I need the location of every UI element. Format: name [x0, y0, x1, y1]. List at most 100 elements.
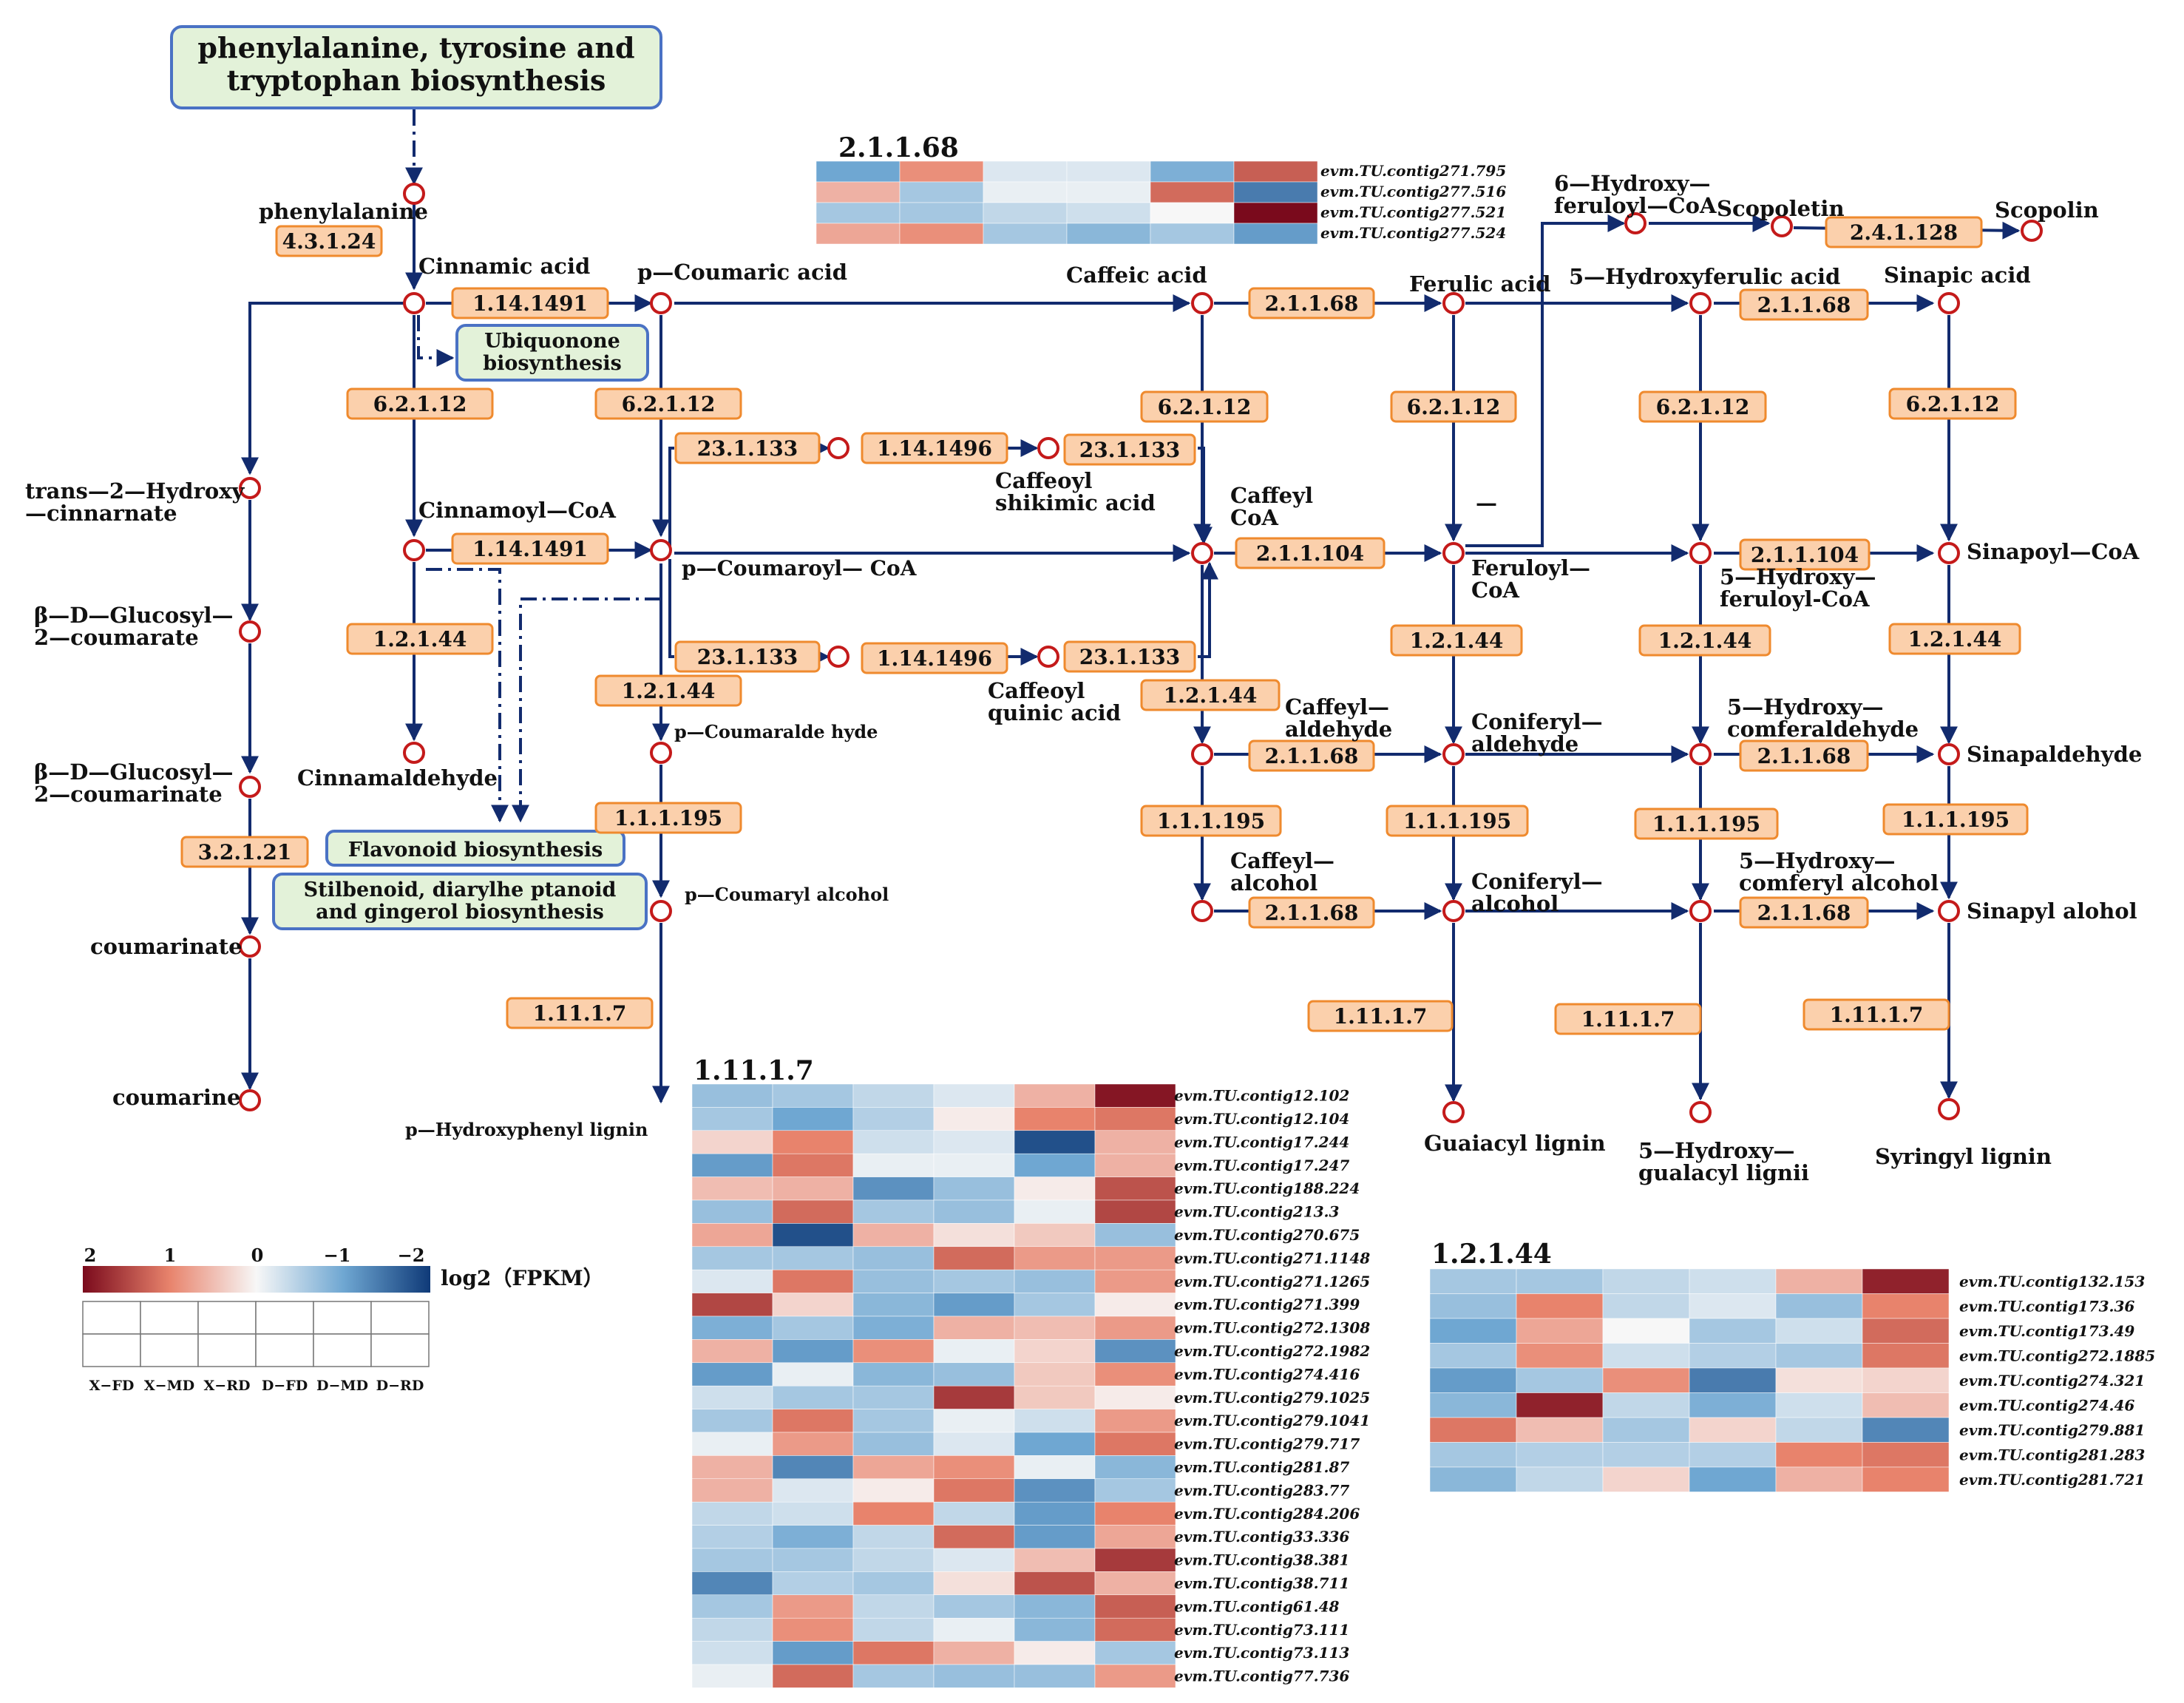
- enzyme-box-e-21168b[interactable]: 2.1.1.68: [1739, 288, 1869, 321]
- compound-node[interactable]: [1191, 542, 1213, 564]
- compound-node[interactable]: [1442, 292, 1465, 314]
- compound-node[interactable]: [403, 539, 425, 561]
- enzyme-label: 1.2.1.44: [1164, 683, 1258, 708]
- enzyme-box-e-6212f[interactable]: 6.2.1.12: [1888, 387, 2017, 420]
- enzyme-box-e-1195c[interactable]: 1.1.1.195: [1386, 805, 1529, 837]
- enzyme-box-e-21168f[interactable]: 2.1.1.68: [1739, 896, 1869, 929]
- enzyme-box-e-21104b[interactable]: 2.1.1.104: [1739, 538, 1871, 571]
- enzyme-box-e-117b[interactable]: 1.11.1.7: [1307, 1000, 1454, 1032]
- heatmap-cell: [691, 1130, 773, 1154]
- compound-node[interactable]: [1191, 900, 1213, 922]
- compound-node[interactable]: [1689, 1101, 1712, 1123]
- heatmap-title: 1.2.1.44: [1431, 1239, 1552, 1270]
- compound-node[interactable]: [1442, 743, 1465, 765]
- heatmap-cell: [691, 1223, 773, 1247]
- legend-gradient: [83, 1266, 430, 1293]
- enzyme-box-e-1244a[interactable]: 1.2.1.44: [346, 623, 494, 655]
- enzyme-box-e-1244f[interactable]: 1.2.1.44: [1888, 623, 2021, 655]
- pathway-ubiquinone-biosynthesis[interactable]: Ubiquonone biosynthesis: [455, 324, 649, 382]
- compound-label-glucosyl2: 2—coumarinate: [34, 782, 223, 807]
- compound-node[interactable]: [1938, 900, 1960, 922]
- compound-node[interactable]: [403, 742, 425, 764]
- enzyme-box-e-114b[interactable]: 1.14.1491: [451, 532, 609, 565]
- enzyme-box-e-117d[interactable]: 1.11.1.7: [1803, 998, 1950, 1031]
- enzyme-label: 1.2.1.44: [373, 627, 467, 651]
- compound-node[interactable]: [1771, 215, 1793, 237]
- enzyme-box-e-117c[interactable]: 1.11.1.7: [1554, 1003, 1702, 1035]
- compound-label-ferulic: Ferulic acid: [1409, 271, 1550, 297]
- compound-node[interactable]: [1938, 292, 1960, 314]
- enzyme-box-e-6212a[interactable]: 6.2.1.12: [346, 387, 494, 420]
- compound-node[interactable]: [1938, 542, 1960, 564]
- compound-node[interactable]: [1689, 292, 1712, 314]
- enzyme-box-e-6212d[interactable]: 6.2.1.12: [1390, 390, 1517, 423]
- enzyme-box-e-6212c[interactable]: 6.2.1.12: [1140, 390, 1269, 423]
- compound-node[interactable]: [403, 292, 425, 314]
- enzyme-box-e-114a[interactable]: 1.14.1491: [451, 287, 609, 319]
- compound-node[interactable]: [239, 776, 261, 798]
- enzyme-box-e-431[interactable]: 4.3.1.24: [275, 225, 383, 257]
- compound-label-scopoletin: Scopoletin: [1717, 196, 1845, 221]
- enzyme-box-e-21168c[interactable]: 2.1.1.68: [1248, 739, 1375, 772]
- compound-node[interactable]: [2021, 220, 2043, 242]
- pathway-phenylalanine-biosynthesis[interactable]: phenylalanine, tyrosine and tryptophan b…: [170, 25, 662, 109]
- enzyme-box-e-23133b[interactable]: 23.1.133: [1063, 433, 1196, 466]
- enzyme-box-e-2411[interactable]: 2.4.1.128: [1825, 216, 1983, 248]
- compound-node[interactable]: [650, 539, 672, 561]
- enzyme-box-e-23133d[interactable]: 23.1.133: [1063, 640, 1196, 673]
- enzyme-box-e-1195b[interactable]: 1.1.1.195: [1140, 805, 1282, 837]
- pathway-stilbenoid-biosynthesis[interactable]: Stilbenoid, diarylhe ptanoid and gingero…: [272, 873, 648, 930]
- enzyme-box-e-321[interactable]: 3.2.1.21: [180, 836, 309, 868]
- enzyme-box-e-117a[interactable]: 1.11.1.7: [506, 997, 654, 1029]
- enzyme-label: 6.2.1.12: [1158, 395, 1252, 419]
- compound-node[interactable]: [403, 183, 425, 205]
- compound-node[interactable]: [1442, 1101, 1465, 1123]
- compound-node[interactable]: [1037, 437, 1059, 459]
- compound-node[interactable]: [1191, 743, 1213, 765]
- enzyme-box-e-21104a[interactable]: 2.1.1.104: [1235, 537, 1386, 569]
- compound-node[interactable]: [239, 477, 261, 499]
- compound-node[interactable]: [1938, 743, 1960, 765]
- compound-node[interactable]: [650, 292, 672, 314]
- enzyme-box-e-23133c[interactable]: 23.1.133: [674, 640, 821, 673]
- compound-node[interactable]: [1624, 212, 1647, 234]
- gene-label: evm.TU.contig77.736: [1174, 1668, 1349, 1685]
- enzyme-box-e-1244e[interactable]: 1.2.1.44: [1638, 624, 1771, 657]
- enzyme-box-e-1244c[interactable]: 1.2.1.44: [1140, 679, 1281, 711]
- enzyme-box-e-1195d[interactable]: 1.1.1.195: [1634, 808, 1779, 840]
- enzyme-box-e-1244d[interactable]: 1.2.1.44: [1390, 624, 1523, 657]
- compound-node[interactable]: [1442, 542, 1465, 564]
- enzyme-box-e-21168a[interactable]: 2.1.1.68: [1248, 287, 1375, 319]
- compound-node[interactable]: [650, 742, 672, 764]
- heatmap-cell: [691, 1362, 773, 1387]
- compound-node[interactable]: [1037, 646, 1059, 668]
- compound-node[interactable]: [650, 900, 672, 922]
- compound-node[interactable]: [1689, 542, 1712, 564]
- compound-node[interactable]: [1938, 1098, 1960, 1120]
- heatmap-cell: [772, 1246, 854, 1270]
- pathway-flavonoid-biosynthesis[interactable]: Flavonoid biosynthesis: [325, 830, 625, 867]
- compound-node[interactable]: [1689, 743, 1712, 765]
- enzyme-box-e-1195a[interactable]: 1.1.1.195: [594, 802, 742, 834]
- compound-node[interactable]: [1689, 900, 1712, 922]
- compound-node[interactable]: [239, 1089, 261, 1111]
- enzyme-box-e-21168e[interactable]: 2.1.1.68: [1248, 896, 1375, 929]
- heatmap-cell: [1094, 1153, 1176, 1177]
- enzyme-box-e-23133a[interactable]: 23.1.133: [674, 432, 821, 464]
- enzyme-box-e-21168d[interactable]: 2.1.1.68: [1739, 739, 1869, 772]
- enzyme-box-e-6212b[interactable]: 6.2.1.12: [594, 387, 742, 420]
- compound-node[interactable]: [827, 646, 849, 668]
- compound-node[interactable]: [1191, 292, 1213, 314]
- enzyme-box-e-6212e[interactable]: 6.2.1.12: [1638, 390, 1767, 423]
- compound-label-caffeylcoa: Caffeyl: [1230, 483, 1313, 508]
- enzyme-box-e-1244b[interactable]: 1.2.1.44: [594, 674, 742, 707]
- compound-node[interactable]: [239, 935, 261, 958]
- enzyme-box-e-1496b[interactable]: 1.14.1496: [861, 642, 1008, 674]
- compound-node[interactable]: [1442, 900, 1465, 922]
- compound-node[interactable]: [827, 437, 849, 459]
- heatmap-cell: [1862, 1367, 1950, 1393]
- enzyme-box-e-1496a[interactable]: 1.14.1496: [861, 432, 1008, 464]
- enzyme-box-e-1195e[interactable]: 1.1.1.195: [1882, 803, 2029, 836]
- compound-node[interactable]: [239, 620, 261, 643]
